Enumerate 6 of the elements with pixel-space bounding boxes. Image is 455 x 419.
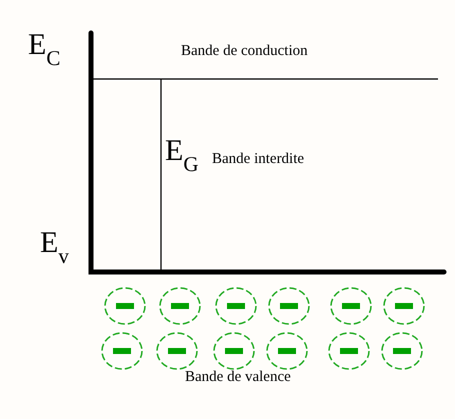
band-label: Bande interdite xyxy=(212,152,304,167)
energy-level-label: E$_{C}$ xyxy=(28,30,60,64)
band-label: Bande de valence xyxy=(185,370,291,385)
energy-level-label: E$_{G}$ xyxy=(165,136,198,170)
band-label: Bande de conduction xyxy=(181,44,308,59)
energy-level-label: E$_{v}$ xyxy=(40,228,69,262)
